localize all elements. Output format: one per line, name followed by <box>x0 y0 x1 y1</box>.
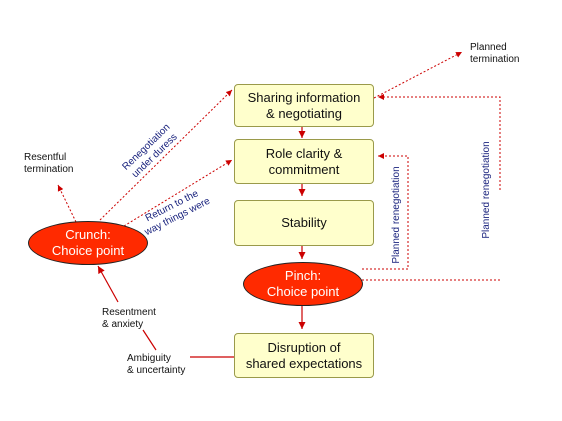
disruption-label: Disruption of shared expectations <box>245 339 363 371</box>
planned-renegotiation-outer-label: Planned renegotiation <box>481 141 492 239</box>
sharing-information-box: Sharing information & negotiating <box>234 84 374 127</box>
stability-label: Stability <box>281 215 327 230</box>
ambiguity-uncertainty-label: Ambiguity & uncertainty <box>127 353 186 376</box>
resentment-anxiety-label: Resentment & anxiety <box>102 307 156 330</box>
arrow-crunch-to-resentful-termination <box>57 184 77 223</box>
line-ambiguity-to-resentment <box>142 329 157 351</box>
arrow-resentment-to-crunch <box>97 265 119 303</box>
role-clarity-label: Role clarity & commitment <box>265 145 343 177</box>
crunch-label: Crunch: Choice point <box>51 227 125 258</box>
stability-box: Stability <box>234 200 374 246</box>
pinch-label: Pinch: Choice point <box>266 268 340 299</box>
sharing-information-label: Sharing information & negotiating <box>247 89 361 121</box>
role-clarity-box: Role clarity & commitment <box>234 139 374 184</box>
arrow-sharing-to-planned-termination <box>373 51 463 99</box>
crunch-choice-point: Crunch: Choice point <box>28 221 148 265</box>
pinch-choice-point: Pinch: Choice point <box>243 262 363 306</box>
arrow-crunch-to-role <box>123 159 233 227</box>
loop-pinch-to-role <box>362 153 409 270</box>
planned-renegotiation-inner-label: Planned renegotiation <box>391 166 402 264</box>
loop-outer-to-sharing <box>378 94 501 190</box>
arrow-crunch-to-sharing <box>99 89 233 221</box>
disruption-box: Disruption of shared expectations <box>234 333 374 378</box>
resentful-termination-label: Resentful termination <box>24 152 74 175</box>
planned-termination-label: Planned termination <box>470 42 520 65</box>
